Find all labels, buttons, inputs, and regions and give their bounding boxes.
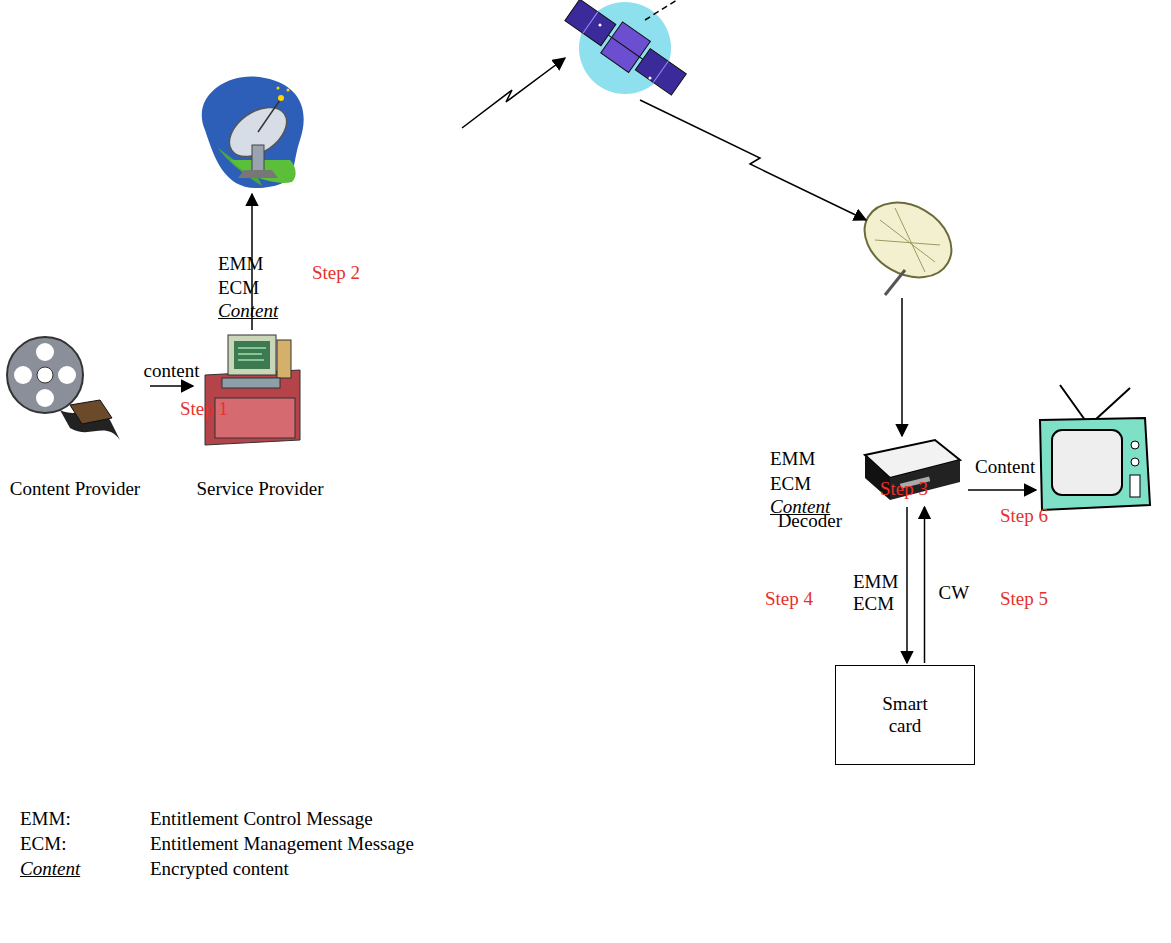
- step-label: Step 5: [1000, 588, 1048, 610]
- downlink-arrow: [901, 298, 903, 436]
- step-label: Step 4: [765, 588, 813, 610]
- text-label: EMM: [770, 448, 815, 470]
- content-provider: Content Provider: [0, 330, 150, 498]
- legend-text: ECM:: [20, 833, 66, 855]
- legend-text: Encrypted content: [150, 858, 289, 880]
- step-label: Step 3: [880, 478, 928, 500]
- text-label: ECM: [770, 473, 811, 495]
- computer: [205, 335, 300, 445]
- uplink-beam: [462, 58, 565, 128]
- edge-label: content: [144, 360, 200, 382]
- edge-label: EMM ECM: [853, 571, 897, 615]
- connector-arrow: [150, 385, 193, 387]
- smart-card-box: Smart card: [835, 665, 975, 765]
- connector-arrow: [924, 507, 926, 663]
- text-label: ECM: [218, 277, 259, 299]
- film-reel: [7, 337, 120, 440]
- legend-text: EMM:: [20, 808, 71, 830]
- legend-text: Entitlement Control Message: [150, 808, 373, 830]
- text-label: Content: [975, 456, 1035, 478]
- receiving-dish: [851, 188, 965, 295]
- encrypted-label: Content: [218, 300, 278, 322]
- node-label: Service Provider: [195, 478, 325, 500]
- node-label: Content Provider: [0, 478, 150, 500]
- television: [1040, 385, 1150, 510]
- uplink-dish: [202, 77, 304, 189]
- step-label: Step 1: [180, 398, 228, 420]
- legend-text: Entitlement Management Message: [150, 833, 414, 855]
- text-label: EMM: [218, 253, 263, 275]
- connector-arrow: [906, 507, 908, 663]
- step-label: Step 2: [312, 262, 360, 284]
- encrypted-label: Content: [770, 496, 830, 518]
- legend-text: Content: [20, 858, 80, 880]
- tv-arrow: [968, 489, 1036, 491]
- node-label: Smart card: [875, 693, 935, 737]
- decoder-box: [865, 440, 960, 500]
- satellite: [561, 0, 689, 100]
- downlink-beam: [640, 100, 866, 220]
- edge-label: CW: [939, 582, 970, 604]
- step-label: Step 6: [1000, 505, 1048, 527]
